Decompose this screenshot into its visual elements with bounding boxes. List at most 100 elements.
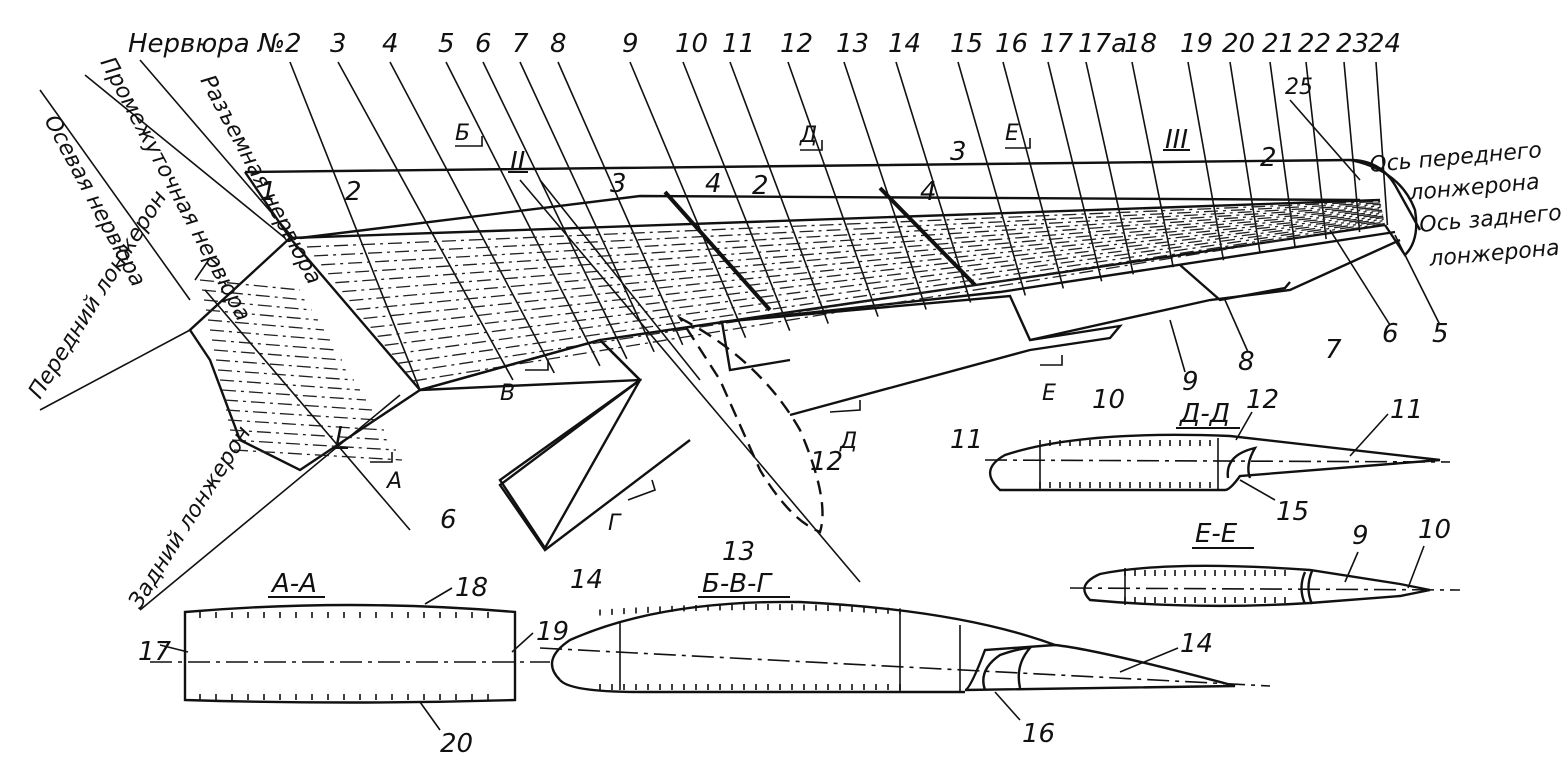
section-mark-d-top: Д [799,123,817,148]
view-ii-label: II [510,147,525,177]
front-spar-axis-label-2: лонжерона [1407,170,1540,206]
rib-number-14: 14 [888,29,921,59]
section-ee-callout-9: 9 [1352,521,1369,551]
leader-16 [994,691,1021,721]
rib-leader-lines [289,61,1389,391]
aileron-tab [1179,264,1291,302]
rib-number-8: 8 [550,29,567,59]
section-cut-dd [663,190,772,312]
callout-12: 12 [810,447,843,477]
section-mark-a: А [385,469,402,494]
section-mark-e-top: Е [1005,121,1019,146]
section-mark-g: Г [608,511,622,536]
fairing-axis-shadow [539,179,701,381]
section-mark-d-bottom: Д [839,429,857,454]
section-aa-bottom-stringers [199,694,489,700]
intermediate-rib-guide [84,74,286,239]
callout-2-right: 2 [1260,143,1277,173]
skin-stringer [321,203,1381,266]
callout-8: 8 [1238,347,1255,377]
leader-9-ee [1344,551,1359,583]
rib-number-21: 21 [1262,29,1295,59]
callout-5: 5 [1432,319,1449,349]
callout-13: 13 [722,537,755,567]
section-ee-chord [1069,587,1461,591]
rib-number-15: 15 [950,29,983,59]
nose-inner-line [299,194,1361,240]
section-mark-b: Б [455,121,470,146]
callout-1: 1 [260,177,277,207]
root-stringer [211,339,337,351]
section-cut-ee [878,186,977,287]
leader-17 [159,644,189,653]
skin-stringer [398,219,1385,364]
skin-stringer [314,202,1381,257]
rib-leader-5 [445,61,601,367]
section-aa-callout-20: 20 [440,729,473,758]
skin-stringer [335,206,1382,284]
section-bvg-airfoil [550,600,1236,692]
callout-25: 25 [1285,75,1313,100]
rib-leader-17 [1047,61,1103,282]
rib-number-20: 20 [1222,29,1255,59]
root-stringer [223,399,373,411]
rib-number-12: 12 [780,29,813,59]
rib-number-22: 22 [1298,29,1331,59]
rib-number-23: 23 [1336,29,1369,59]
wing-planform [188,158,1422,583]
callout-7: 7 [1325,335,1342,365]
section-ee: Е-Е 9 10 [1069,515,1461,608]
section-aa-callout-18: 18 [455,573,488,603]
left-diagonal-labels: Разъемная нервюра Промежуточная нервюра … [24,53,326,613]
section-aa-outline [183,603,517,704]
leader-18 [424,587,453,605]
callout-2-left: 2 [345,177,362,207]
section-ee-callout-10: 10 [1418,515,1451,545]
root-stringer [225,409,379,421]
section-dd-title: Д-Д [1179,399,1230,429]
rib-leader-11 [729,61,829,324]
root-stringer [215,359,349,371]
rib-leader-3 [337,61,514,381]
rib-number-5: 5 [438,29,455,59]
section-arrow-g [627,479,656,501]
rib-leader-9 [629,61,747,339]
outer-flap-12 [719,294,1123,417]
section-dd-chord [984,459,1451,463]
front-spar-guide [39,329,191,411]
section-dd-callout-15: 15 [1276,497,1309,527]
callout-4-left: 4 [705,169,722,199]
view-i-label: I [335,422,343,452]
rib-number-24: 24 [1368,29,1401,59]
rib-leader-15 [957,61,1027,296]
skin-stringer [363,212,1383,320]
section-arrow-d2 [829,400,861,413]
section-aa-callout-17: 17 [138,637,172,667]
rib-number-17: 17 [1040,29,1074,59]
leader-20 [419,701,441,731]
rib-leader-17а [1085,61,1135,275]
section-bvg-chord [539,647,1271,687]
flap-inner-frame [720,321,791,372]
root-stringer [233,449,403,461]
skin-stringer [328,205,1382,275]
root-stringer [221,389,367,401]
flap-track-fairing-13 [676,314,824,534]
rib-leader-18 [1131,61,1175,268]
section-ee-bottom-stringers [1124,597,1286,603]
rib-header-label: Нервюра №2 [128,29,302,59]
axial-rib-label: Осевая нервюра [39,111,150,291]
section-bvg-lower [559,679,965,694]
leader-5 [1394,234,1441,326]
leader-11-dd [1349,413,1389,457]
section-arrow-a [370,452,393,463]
section-dd-top-stringers [1039,440,1211,446]
rib-number-10: 10 [675,29,708,59]
leader-15 [1239,479,1276,501]
rib-leader-14 [895,61,972,303]
section-ee-top-stringers [1124,570,1286,576]
axial-rib-guide [39,89,191,301]
section-arrow-e [1005,138,1031,149]
box-rear-line [759,230,1396,320]
